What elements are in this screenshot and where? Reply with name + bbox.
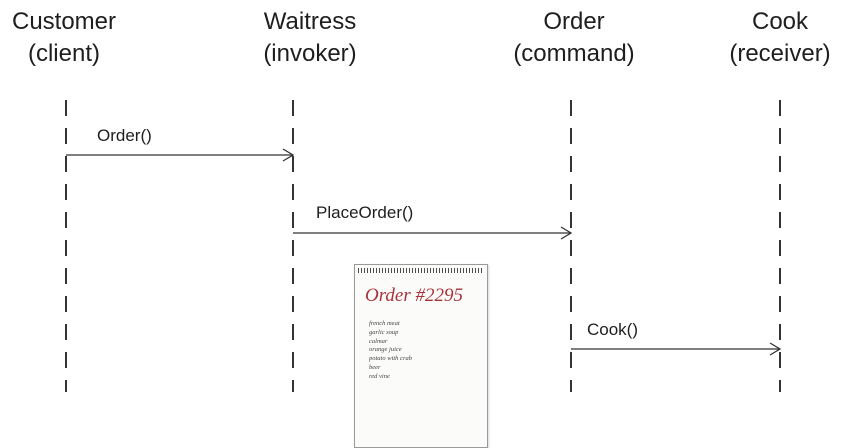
participant-name: Cook [751,8,809,35]
message-label-place-order: PlaceOrder() [316,203,414,222]
notepad-title: Order #2295 [365,285,463,306]
notepad-item: orange juice [369,346,402,354]
message-arrow-1 [66,148,295,162]
participant-name: Customer [11,8,117,35]
message-arrow-3 [571,342,782,356]
lifelines [65,100,781,392]
participant-name: Waitress [263,8,357,35]
participant-role: (command) [513,40,635,67]
notepad-item: potato with crab [369,355,412,363]
notepad-item-list: french meat garlic soup calmar orange ju… [369,320,412,382]
message-arrow-2 [293,226,573,240]
participant-order: Order (command) [484,6,664,70]
notepad-item: french meat [369,320,400,327]
notepad-item: garlic soup [369,328,399,336]
participant-cook: Cook (receiver) [690,6,848,70]
message-label-order: Order() [97,126,152,145]
notepad-item: beer [369,363,381,371]
participant-waitress: Waitress (invoker) [220,6,400,70]
participant-customer: Customer (client) [0,6,154,70]
notepad-item: calmar [369,337,388,345]
notepad-spiral-binding [358,268,484,273]
notepad-item: red vine [369,372,390,380]
participant-role: (receiver) [729,40,831,67]
participant-role: (invoker) [263,40,357,67]
participant-role: (client) [27,40,100,67]
order-notepad: Order #2295 french meat garlic soup calm… [354,264,488,448]
participant-name: Order [543,8,605,35]
message-label-cook: Cook() [587,320,639,339]
